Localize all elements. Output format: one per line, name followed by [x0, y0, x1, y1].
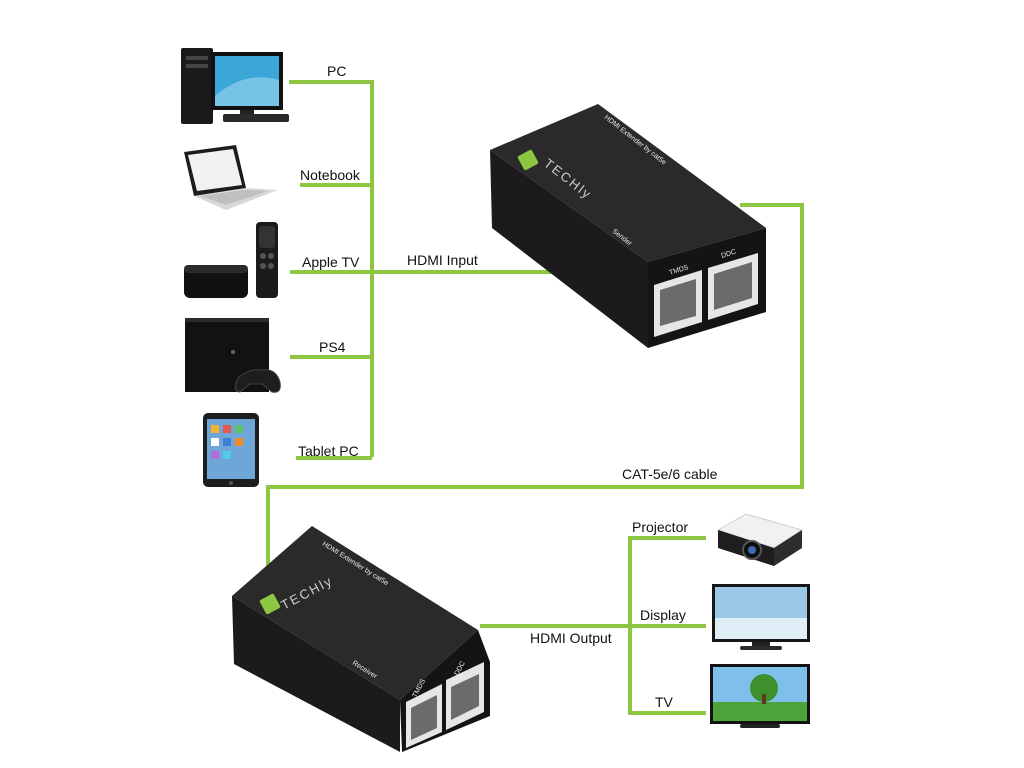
wiring [266, 80, 804, 715]
source-label-apple-tv: Apple TV [302, 254, 360, 270]
ps4-console-icon [185, 318, 281, 393]
apple-tv-icon [184, 222, 278, 298]
receiver-device: TECHly HDMI Extender by cat5e Receiver T… [232, 526, 490, 752]
output-label-tv: TV [655, 694, 674, 710]
source-label-notebook: Notebook [300, 167, 361, 183]
sender-ddc-port [708, 253, 758, 320]
output-label-projector: Projector [632, 519, 688, 535]
source-label-tablet-pc: Tablet PC [298, 443, 359, 459]
tablet-icon [203, 413, 259, 487]
hdmi-output-label: HDMI Output [530, 630, 612, 646]
notebook-icon [184, 145, 278, 210]
receiver-ddc-port [446, 662, 484, 730]
display-monitor-icon [712, 584, 810, 650]
receiver-brand-badge [259, 593, 281, 615]
output-label-display: Display [640, 607, 686, 623]
projector-icon [716, 513, 804, 566]
receiver-tmds-port [406, 684, 442, 748]
sender-ddc-label: DDC [720, 249, 737, 260]
hdmi-input-label: HDMI Input [407, 252, 478, 268]
desktop-pc-icon [181, 48, 289, 124]
source-label-ps4: PS4 [319, 339, 346, 355]
tv-icon [710, 664, 810, 728]
source-label-pc: PC [327, 63, 346, 79]
cat-cable-line [266, 203, 804, 566]
sender-brand-badge [517, 149, 539, 171]
sender-device: TECHly HDMI Extender by cat5e Sender TMD… [490, 104, 766, 348]
sender-tmds-port [654, 270, 702, 337]
cat-cable-label: CAT-5e/6 cable [622, 466, 718, 482]
